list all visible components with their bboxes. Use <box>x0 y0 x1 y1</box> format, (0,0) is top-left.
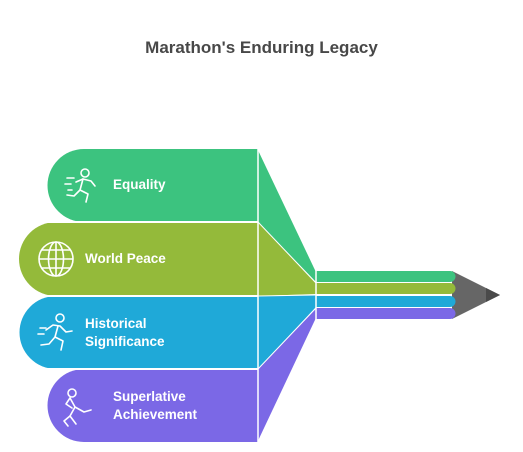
pencil-tip <box>452 271 500 319</box>
funnel-world-peace <box>258 222 316 296</box>
pill-historical <box>19 296 258 369</box>
pill-world-peace <box>19 222 258 296</box>
pill-equality <box>47 149 258 222</box>
diagram-title: Marathon's Enduring Legacy <box>145 38 378 57</box>
running-person-icon <box>64 168 96 203</box>
globe-icon <box>38 241 74 277</box>
pill-superlative <box>47 369 258 442</box>
funnel-equality <box>258 149 316 282</box>
shaft-stripe-world-peace <box>316 283 456 294</box>
runner-icon <box>37 313 73 351</box>
shaft-stripe-historical <box>316 296 456 307</box>
funnel-historical <box>258 295 316 369</box>
label-superlative-achievement: Superlative Achievement <box>113 389 198 422</box>
shaft-stripe-equality <box>316 271 456 282</box>
label-equality: Equality <box>113 177 166 192</box>
funnel-superlative <box>258 308 316 442</box>
label-historical-significance: Historical Significance <box>85 316 165 349</box>
pencil-point <box>486 288 500 302</box>
shaft-stripe-superlative <box>316 308 456 319</box>
label-world-peace: World Peace <box>85 251 166 266</box>
sprinter-icon <box>63 388 92 427</box>
